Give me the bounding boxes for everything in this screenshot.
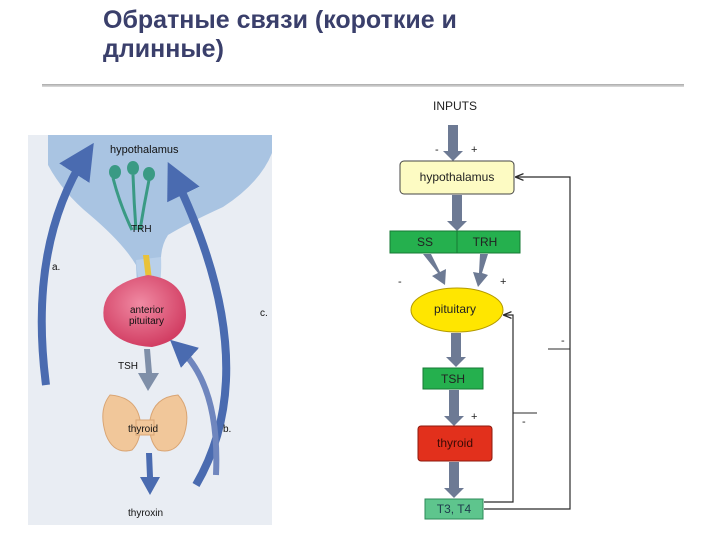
pituitary-label: pituitary bbox=[434, 302, 476, 316]
hypothalamus-box bbox=[399, 160, 515, 195]
title-divider bbox=[42, 84, 684, 87]
long-feedback-line bbox=[484, 177, 571, 510]
hypothalamus-region bbox=[48, 135, 272, 309]
tsh-box bbox=[422, 367, 484, 390]
thyroid-axis-illustration: hypothalamus TRH a. anterior pituitary c… bbox=[28, 135, 272, 525]
title-line-1: Обратные связи (короткие и bbox=[103, 6, 457, 34]
ss-arrow bbox=[423, 254, 446, 285]
neuron-cluster bbox=[109, 161, 155, 231]
ss-label: SS bbox=[417, 235, 433, 249]
label-c: c. bbox=[260, 308, 268, 319]
label-thyroid: thyroid bbox=[128, 424, 158, 435]
label-anterior: anterior bbox=[130, 305, 165, 316]
feedback-minus-lower: - bbox=[522, 416, 526, 428]
anterior-pituitary bbox=[103, 275, 186, 347]
ss-trh-box bbox=[389, 230, 521, 254]
label-pituitary: pituitary bbox=[129, 316, 164, 327]
label-a: a. bbox=[52, 262, 60, 273]
label-tsh: TSH bbox=[118, 361, 138, 372]
pit-down-head bbox=[446, 357, 466, 367]
hypothalamus-box-label: hypothalamus bbox=[420, 170, 495, 184]
inputs-label: INPUTS bbox=[433, 99, 477, 113]
tsh-down-head bbox=[444, 416, 464, 426]
label-thyroxin: thyroxin bbox=[128, 508, 163, 519]
feedback-arrow-c bbox=[167, 162, 231, 488]
tsh-arrow bbox=[138, 349, 159, 391]
hyp-down-head bbox=[447, 221, 467, 231]
t3t4-box-label: T3, T4 bbox=[437, 502, 472, 516]
label-hypothalamus: hypothalamus bbox=[110, 144, 179, 156]
label-b: b. bbox=[223, 424, 231, 435]
tsh-plus: + bbox=[471, 411, 477, 423]
feedback-arrow-b bbox=[169, 339, 220, 476]
feedback-arrow-a bbox=[37, 142, 94, 386]
tsh-box-label: TSH bbox=[441, 372, 465, 386]
trh-label: TRH bbox=[473, 235, 498, 249]
label-trh: TRH bbox=[131, 224, 152, 235]
feedback-flowchart: INPUTS - + hypothalamus SS TRH - + pitui… bbox=[389, 99, 571, 520]
trh-plus: + bbox=[500, 276, 506, 288]
thy-down-head bbox=[444, 488, 464, 498]
ss-minus: - bbox=[398, 276, 402, 288]
thyroid-gland bbox=[102, 394, 188, 452]
t3t4-box bbox=[424, 498, 484, 520]
tsh-down-shaft bbox=[449, 390, 459, 416]
trh-arrow-flow bbox=[473, 254, 488, 287]
input-plus: + bbox=[471, 144, 477, 156]
thyroxin-arrow bbox=[140, 453, 160, 495]
title-line-2: длинные) bbox=[103, 35, 224, 63]
pituitary-oval bbox=[410, 287, 504, 333]
slide-title: Обратные связи (короткие и длинные) bbox=[103, 6, 623, 64]
thy-down-shaft bbox=[449, 462, 459, 488]
pit-down-shaft bbox=[451, 333, 461, 357]
thyroid-box bbox=[417, 425, 493, 462]
hyp-down-shaft bbox=[452, 195, 462, 221]
input-arrow-shaft bbox=[448, 125, 458, 151]
thyroid-box-label: thyroid bbox=[437, 436, 473, 450]
short-feedback-line bbox=[484, 315, 514, 503]
input-minus: - bbox=[435, 144, 439, 156]
input-arrow-head bbox=[443, 151, 463, 161]
feedback-minus-upper: - bbox=[561, 335, 565, 347]
